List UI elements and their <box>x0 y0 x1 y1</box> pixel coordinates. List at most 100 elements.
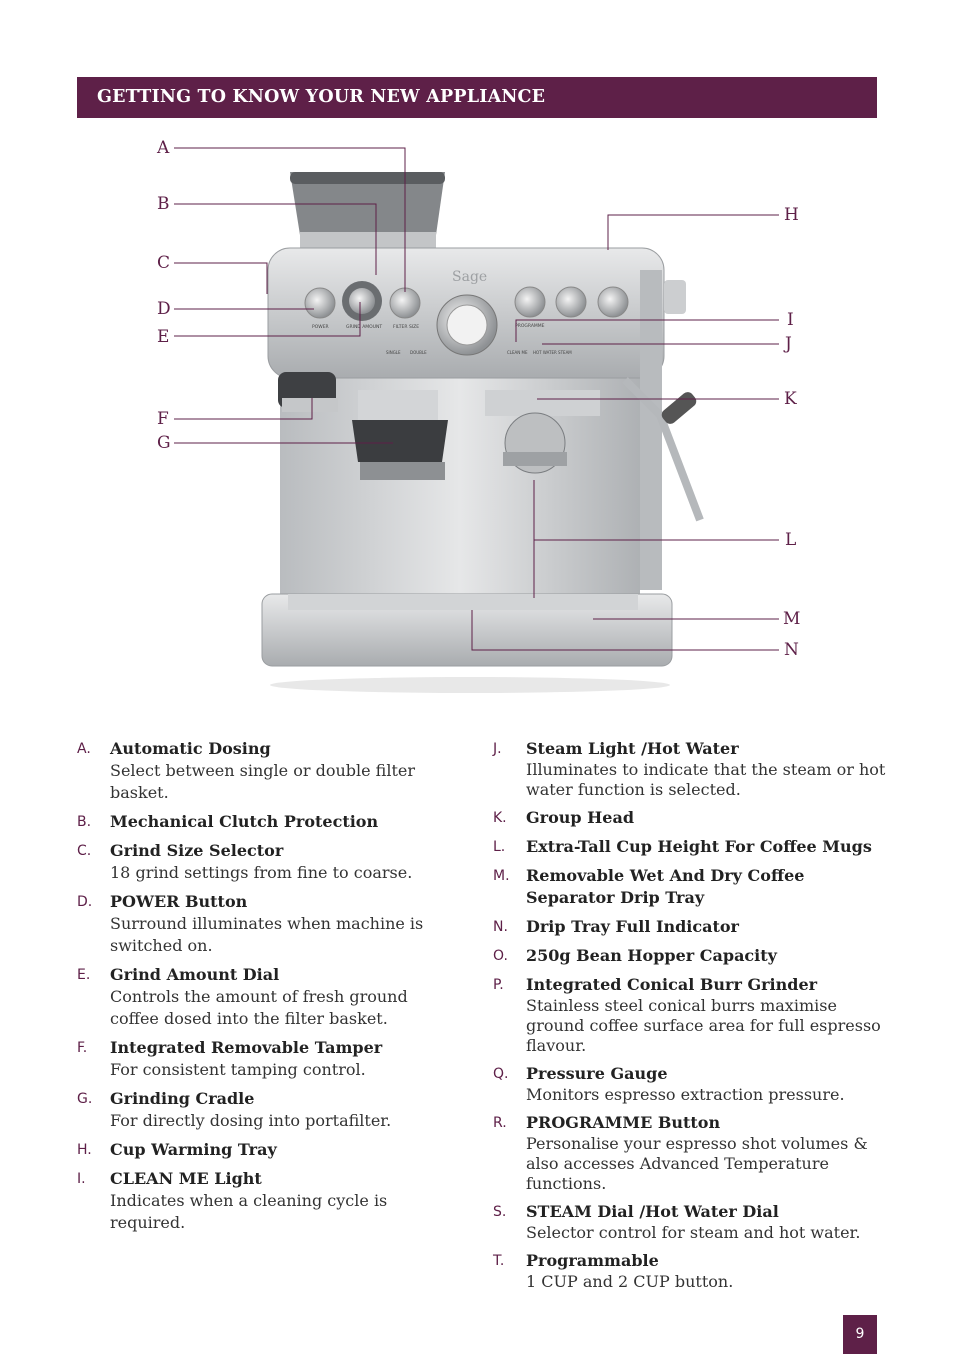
label-grind-amount: GRIND AMOUNT <box>346 324 382 330</box>
list-item: B. Mechanical Clutch Protection <box>77 811 457 833</box>
item-title: STEAM Dial /Hot Water Dial <box>526 1202 779 1221</box>
callout-b: B <box>157 194 170 214</box>
list-item: K. Group Head <box>493 807 893 829</box>
callout-lines <box>174 147 779 651</box>
item-title: Removable Wet And Dry Coffee Separator D… <box>526 866 805 907</box>
item-title: Automatic Dosing <box>110 739 271 758</box>
list-item: F. Integrated Removable Tamper For consi… <box>77 1037 457 1081</box>
item-title: Programmable <box>526 1251 659 1270</box>
list-item: O. 250g Bean Hopper Capacity <box>493 945 893 967</box>
item-description: Surround illuminates when machine is swi… <box>110 914 424 955</box>
item-letter: R. <box>493 1115 507 1131</box>
item-title: Mechanical Clutch Protection <box>110 812 379 831</box>
item-letter: T. <box>493 1253 505 1269</box>
item-description: Personalise your espresso shot volumes &… <box>526 1134 868 1193</box>
item-description: Monitors espresso extraction pressure. <box>526 1085 845 1104</box>
item-title: Grind Size Selector <box>110 841 284 860</box>
list-item: J. Steam Light /Hot Water Illuminates to… <box>493 738 893 800</box>
item-description: Selector control for steam and hot water… <box>526 1223 861 1242</box>
item-description: Indicates when a cleaning cycle is requi… <box>110 1191 388 1232</box>
item-title: PROGRAMME Button <box>526 1113 721 1132</box>
label-programme: PROGRAMME <box>515 323 545 329</box>
callout-m: M <box>783 609 800 629</box>
item-title: POWER Button <box>110 892 248 911</box>
item-title: Pressure Gauge <box>526 1064 668 1083</box>
item-letter: G. <box>77 1091 93 1107</box>
item-title: Drip Tray Full Indicator <box>526 917 739 936</box>
feature-list-right: J. Steam Light /Hot Water Illuminates to… <box>493 738 893 1299</box>
callout-e: E <box>157 327 169 347</box>
list-item: S. STEAM Dial /Hot Water Dial Selector c… <box>493 1201 893 1243</box>
callout-h: H <box>784 205 799 225</box>
item-letter: Q. <box>493 1066 509 1082</box>
callout-letters: A B C D E F G H I J K L M N <box>156 138 800 660</box>
list-item: N. Drip Tray Full Indicator <box>493 916 893 938</box>
item-title: Group Head <box>526 808 635 827</box>
label-filter-size: FILTER SIZE <box>393 324 419 330</box>
list-item: I. CLEAN ME Light Indicates when a clean… <box>77 1168 457 1234</box>
item-letter: P. <box>493 977 504 993</box>
item-letter: I. <box>77 1171 86 1187</box>
item-letter: K. <box>493 810 507 826</box>
item-title: 250g Bean Hopper Capacity <box>526 946 777 965</box>
item-letter: H. <box>77 1142 92 1158</box>
list-item: A. Automatic Dosing Select between singl… <box>77 738 457 804</box>
list-item: G. Grinding Cradle For directly dosing i… <box>77 1088 457 1132</box>
item-title: Cup Warming Tray <box>110 1140 277 1159</box>
item-letter: J. <box>493 741 502 757</box>
callout-a: A <box>156 138 170 158</box>
page-number: 9 <box>843 1315 877 1354</box>
item-title: CLEAN ME Light <box>110 1169 262 1188</box>
list-item: Q. Pressure Gauge Monitors espresso extr… <box>493 1063 893 1105</box>
item-letter: D. <box>77 894 93 910</box>
callout-g: G <box>157 433 171 453</box>
list-item: T. Programmable 1 CUP and 2 CUP button. <box>493 1250 893 1292</box>
callout-j: J <box>783 334 792 354</box>
list-item: E. Grind Amount Dial Controls the amount… <box>77 964 457 1030</box>
item-description: Stainless steel conical burrs maximise g… <box>526 996 881 1055</box>
item-description: 1 CUP and 2 CUP button. <box>526 1272 734 1291</box>
item-letter: O. <box>493 948 508 964</box>
callout-k: K <box>784 389 797 409</box>
callout-f: F <box>157 409 169 429</box>
list-item: C. Grind Size Selector 18 grind settings… <box>77 840 457 884</box>
list-item: L. Extra-Tall Cup Height For Coffee Mugs <box>493 836 893 858</box>
callout-n: N <box>784 640 799 660</box>
item-title: Grind Amount Dial <box>110 965 280 984</box>
callout-l: L <box>785 530 796 550</box>
item-letter: C. <box>77 843 92 859</box>
item-letter: A. <box>77 741 91 757</box>
item-description: Illuminates to indicate that the steam o… <box>526 760 886 799</box>
item-title: Integrated Removable Tamper <box>110 1038 383 1057</box>
item-letter: B. <box>77 814 92 830</box>
item-title: Steam Light /Hot Water <box>526 739 739 758</box>
label-single: SINGLE <box>386 350 401 355</box>
item-title: Extra-Tall Cup Height For Coffee Mugs <box>526 837 872 856</box>
feature-list-left: A. Automatic Dosing Select between singl… <box>77 738 457 1241</box>
item-letter: L. <box>493 839 506 855</box>
item-description: For directly dosing into portafilter. <box>110 1111 392 1130</box>
item-letter: F. <box>77 1040 88 1056</box>
machine-brand: Sage <box>452 269 487 285</box>
list-item: H. Cup Warming Tray <box>77 1139 457 1161</box>
list-item: D. POWER Button Surround illuminates whe… <box>77 891 457 957</box>
item-letter: E. <box>77 967 91 983</box>
item-description: 18 grind settings from fine to coarse. <box>110 863 413 882</box>
list-item: P. Integrated Conical Burr Grinder Stain… <box>493 974 893 1056</box>
item-letter: S. <box>493 1204 507 1220</box>
item-letter: M. <box>493 868 510 884</box>
callout-d: D <box>157 299 171 319</box>
label-power: POWER <box>312 324 329 330</box>
item-description: Select between single or double filter b… <box>110 761 415 802</box>
section-header: GETTING TO KNOW YOUR NEW APPLIANCE <box>77 77 877 118</box>
list-item: M. Removable Wet And Dry Coffee Separato… <box>493 865 893 909</box>
item-description: Controls the amount of fresh ground coff… <box>110 987 408 1028</box>
label-clean-me: CLEAN ME <box>507 350 528 355</box>
callout-i: I <box>787 310 794 330</box>
callout-c: C <box>157 253 170 273</box>
item-title: Grinding Cradle <box>110 1089 255 1108</box>
label-double: DOUBLE <box>410 350 427 355</box>
section-title: GETTING TO KNOW YOUR NEW APPLIANCE <box>97 87 546 107</box>
item-description: For consistent tamping control. <box>110 1060 366 1079</box>
label-hot-water-steam: HOT WATER STEAM <box>533 350 572 355</box>
